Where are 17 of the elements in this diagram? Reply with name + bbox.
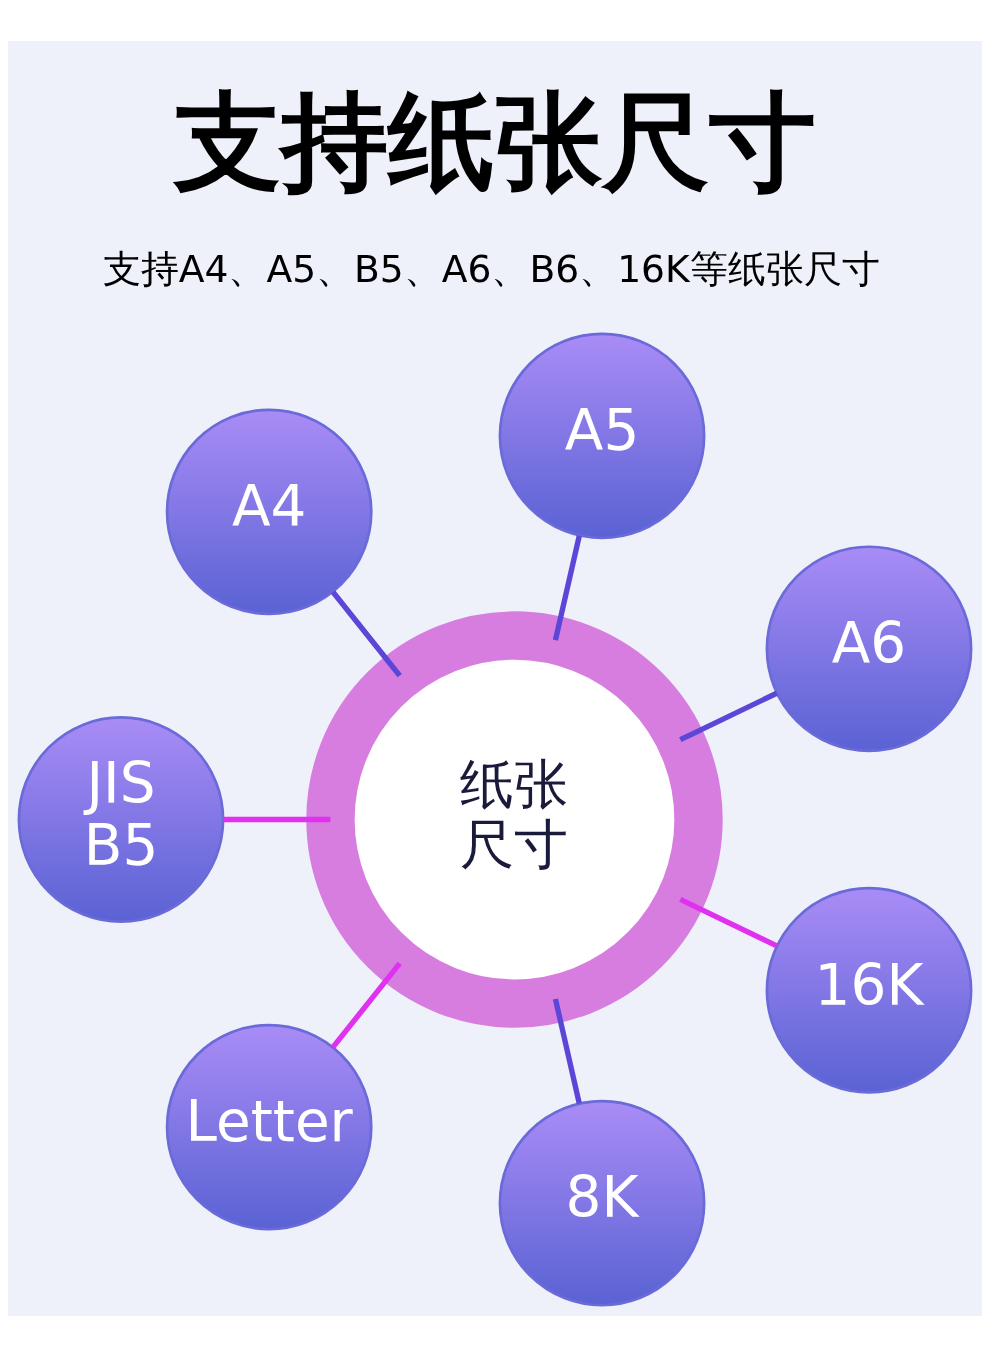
node-circle: 16K: [765, 886, 973, 1094]
node-circle: JIS B5: [17, 715, 225, 923]
connector: [223, 816, 331, 822]
connector: [330, 961, 402, 1049]
node-circle: Letter: [165, 1023, 373, 1231]
node-circle: A6: [765, 544, 973, 752]
connector: [330, 589, 402, 677]
node-circle: A5: [498, 332, 706, 539]
connector: [552, 997, 582, 1104]
connector: [552, 534, 582, 641]
node-circle: 8K: [498, 1099, 706, 1307]
connector: [679, 690, 778, 742]
node-circle: A4: [165, 408, 373, 615]
connector: [679, 896, 778, 948]
diagram-title: 支持纸张尺寸: [173, 78, 816, 204]
caption: 支持A4、A5、B5、A6、B6、16K等纸张尺寸: [102, 246, 880, 291]
node-circle: 纸张尺寸: [306, 610, 723, 1028]
